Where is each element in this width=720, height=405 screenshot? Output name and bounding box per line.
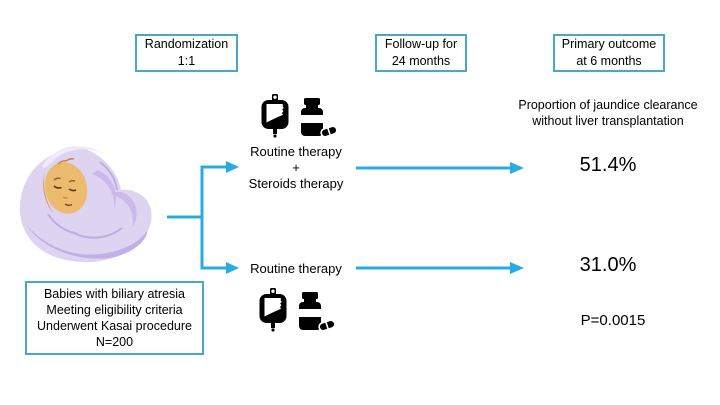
iv-bag-icon bbox=[259, 288, 287, 332]
primary-outcome-box: Primary outcome at 6 months bbox=[553, 34, 665, 72]
control-arm-label: Routine therapy bbox=[250, 261, 342, 276]
randomization-box: Randomization 1:1 bbox=[135, 34, 238, 72]
control-arm-result: 31.0% bbox=[579, 254, 637, 276]
control-arm-therapy-icons bbox=[259, 288, 335, 332]
steroids-arm-label: Routine therapy + Steroids therapy bbox=[248, 144, 344, 191]
p-value: P=0.0015 bbox=[580, 312, 646, 329]
pill-bottle-icon bbox=[301, 98, 337, 138]
population-box: Babies with biliary atresia Meeting elig… bbox=[25, 281, 204, 355]
follow-up-box: Follow-up for 24 months bbox=[375, 34, 467, 72]
swaddled-baby-illustration bbox=[14, 136, 162, 281]
steroids-arm-result: 51.4% bbox=[579, 154, 637, 176]
steroids-arm-therapy-icons bbox=[261, 94, 337, 138]
pill-bottle-icon bbox=[299, 292, 335, 332]
iv-bag-icon bbox=[261, 94, 289, 138]
outcome-description: Proportion of jaundice clearance without… bbox=[518, 98, 698, 129]
baby-icon bbox=[19, 146, 152, 263]
arrowhead-control-result bbox=[510, 262, 524, 274]
arrowhead-steroids-result bbox=[510, 162, 524, 174]
